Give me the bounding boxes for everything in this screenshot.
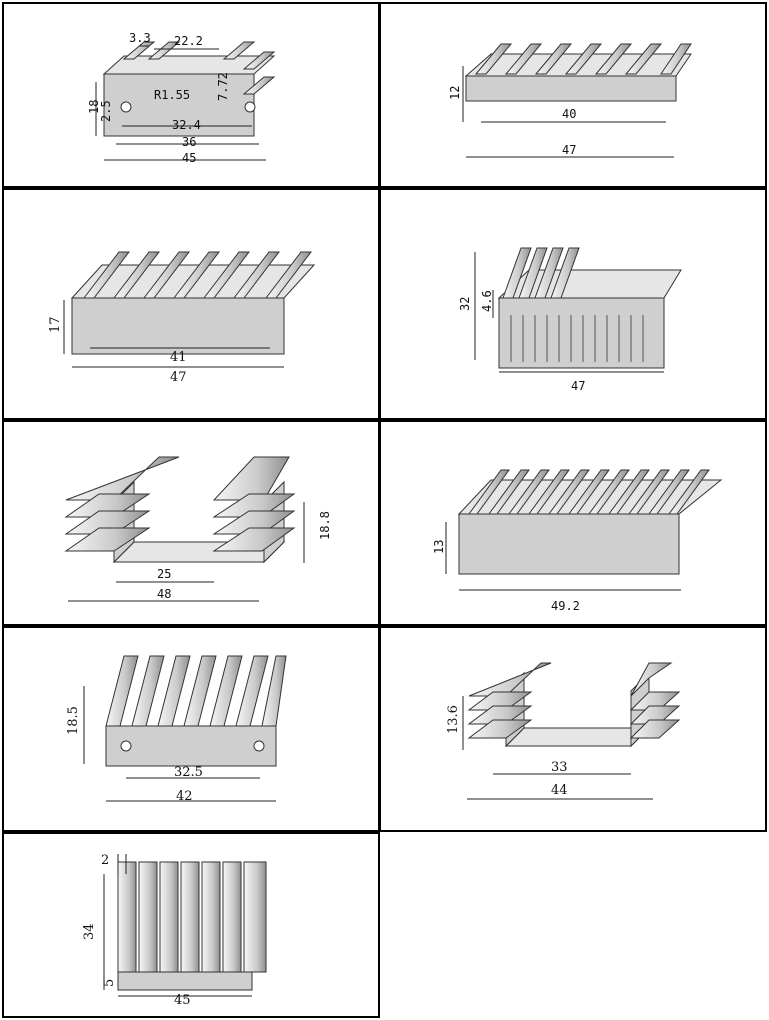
heatsink-panel-7: 18.5 32.5 42 — [2, 626, 380, 832]
dim-label: 3.3 — [129, 31, 151, 45]
dim-label: 17 — [48, 316, 63, 333]
heatsink-panel-4: 32 4.6 47 — [379, 188, 767, 420]
heatsink-drawing-6: 13 49.2 — [432, 469, 723, 613]
heatsink-drawing-4: 32 4.6 47 — [458, 247, 682, 393]
heatsink-drawing-8: 13.6 33 44 — [446, 662, 681, 800]
dim-label: 12 — [448, 86, 462, 100]
dim-label: 4.6 — [480, 290, 494, 312]
dim-label: 18.5 — [66, 706, 81, 735]
fin-stripes — [510, 315, 644, 362]
dim-label: 2 — [101, 853, 109, 868]
heatsink-panel-3: 17 41 47 — [2, 188, 380, 420]
dim-label: 47 — [170, 370, 187, 385]
dim-label: 36 — [182, 135, 196, 149]
dim-label: 45 — [174, 993, 191, 1008]
dim-label: 47 — [571, 379, 585, 393]
dim-label: 48 — [157, 587, 171, 601]
dim-label: R1.55 — [154, 88, 190, 102]
heatsink-panel-1: 3.3 22.2 R1.55 7.72 18 2.5 32.4 36 45 — [2, 2, 380, 188]
dim-label: 13 — [432, 540, 446, 554]
dim-label: 7.72 — [216, 72, 230, 101]
heatsink-panel-9: 2 34 5 45 — [2, 832, 380, 1018]
dim-label: 13.6 — [446, 705, 461, 734]
dim-label: 22.2 — [174, 34, 203, 48]
dim-label: 45 — [182, 151, 196, 165]
dim-label: 41 — [170, 350, 187, 365]
dim-label: 2.5 — [99, 100, 113, 122]
dim-label: 32.4 — [172, 118, 201, 132]
dim-label: 33 — [551, 760, 568, 775]
heatsink-panel-2: 12 40 47 — [379, 2, 767, 188]
dim-label: 18 — [87, 100, 101, 114]
heatsink-drawing-1: 3.3 22.2 R1.55 7.72 18 2.5 32.4 36 45 — [87, 31, 276, 165]
dim-label: 47 — [562, 143, 576, 157]
heatsink-panel-8: 13.6 33 44 — [379, 626, 767, 832]
dim-label: 32 — [458, 297, 472, 311]
dim-label: 18.8 — [318, 511, 332, 540]
dim-label: 44 — [551, 783, 568, 798]
dim-label: 49.2 — [551, 599, 580, 613]
dim-label: 32.5 — [174, 765, 203, 780]
dim-label: 25 — [157, 567, 171, 581]
heatsink-drawing-7: 18.5 32.5 42 — [66, 655, 287, 804]
dim-label: 5 — [102, 979, 117, 987]
dim-label: 42 — [176, 789, 193, 804]
heatsink-panel-6: 13 49.2 — [379, 420, 767, 626]
heatsink-drawing-5: 18.8 25 48 — [64, 456, 332, 602]
dim-label: 40 — [562, 107, 576, 121]
heatsink-drawing-9: 2 34 5 45 — [82, 853, 267, 1008]
heatsink-drawing-2: 12 40 47 — [448, 43, 692, 158]
dim-label: 34 — [82, 923, 97, 940]
heatsink-drawing-3: 17 41 47 — [48, 251, 316, 385]
heatsink-panel-5: 18.8 25 48 — [2, 420, 380, 626]
